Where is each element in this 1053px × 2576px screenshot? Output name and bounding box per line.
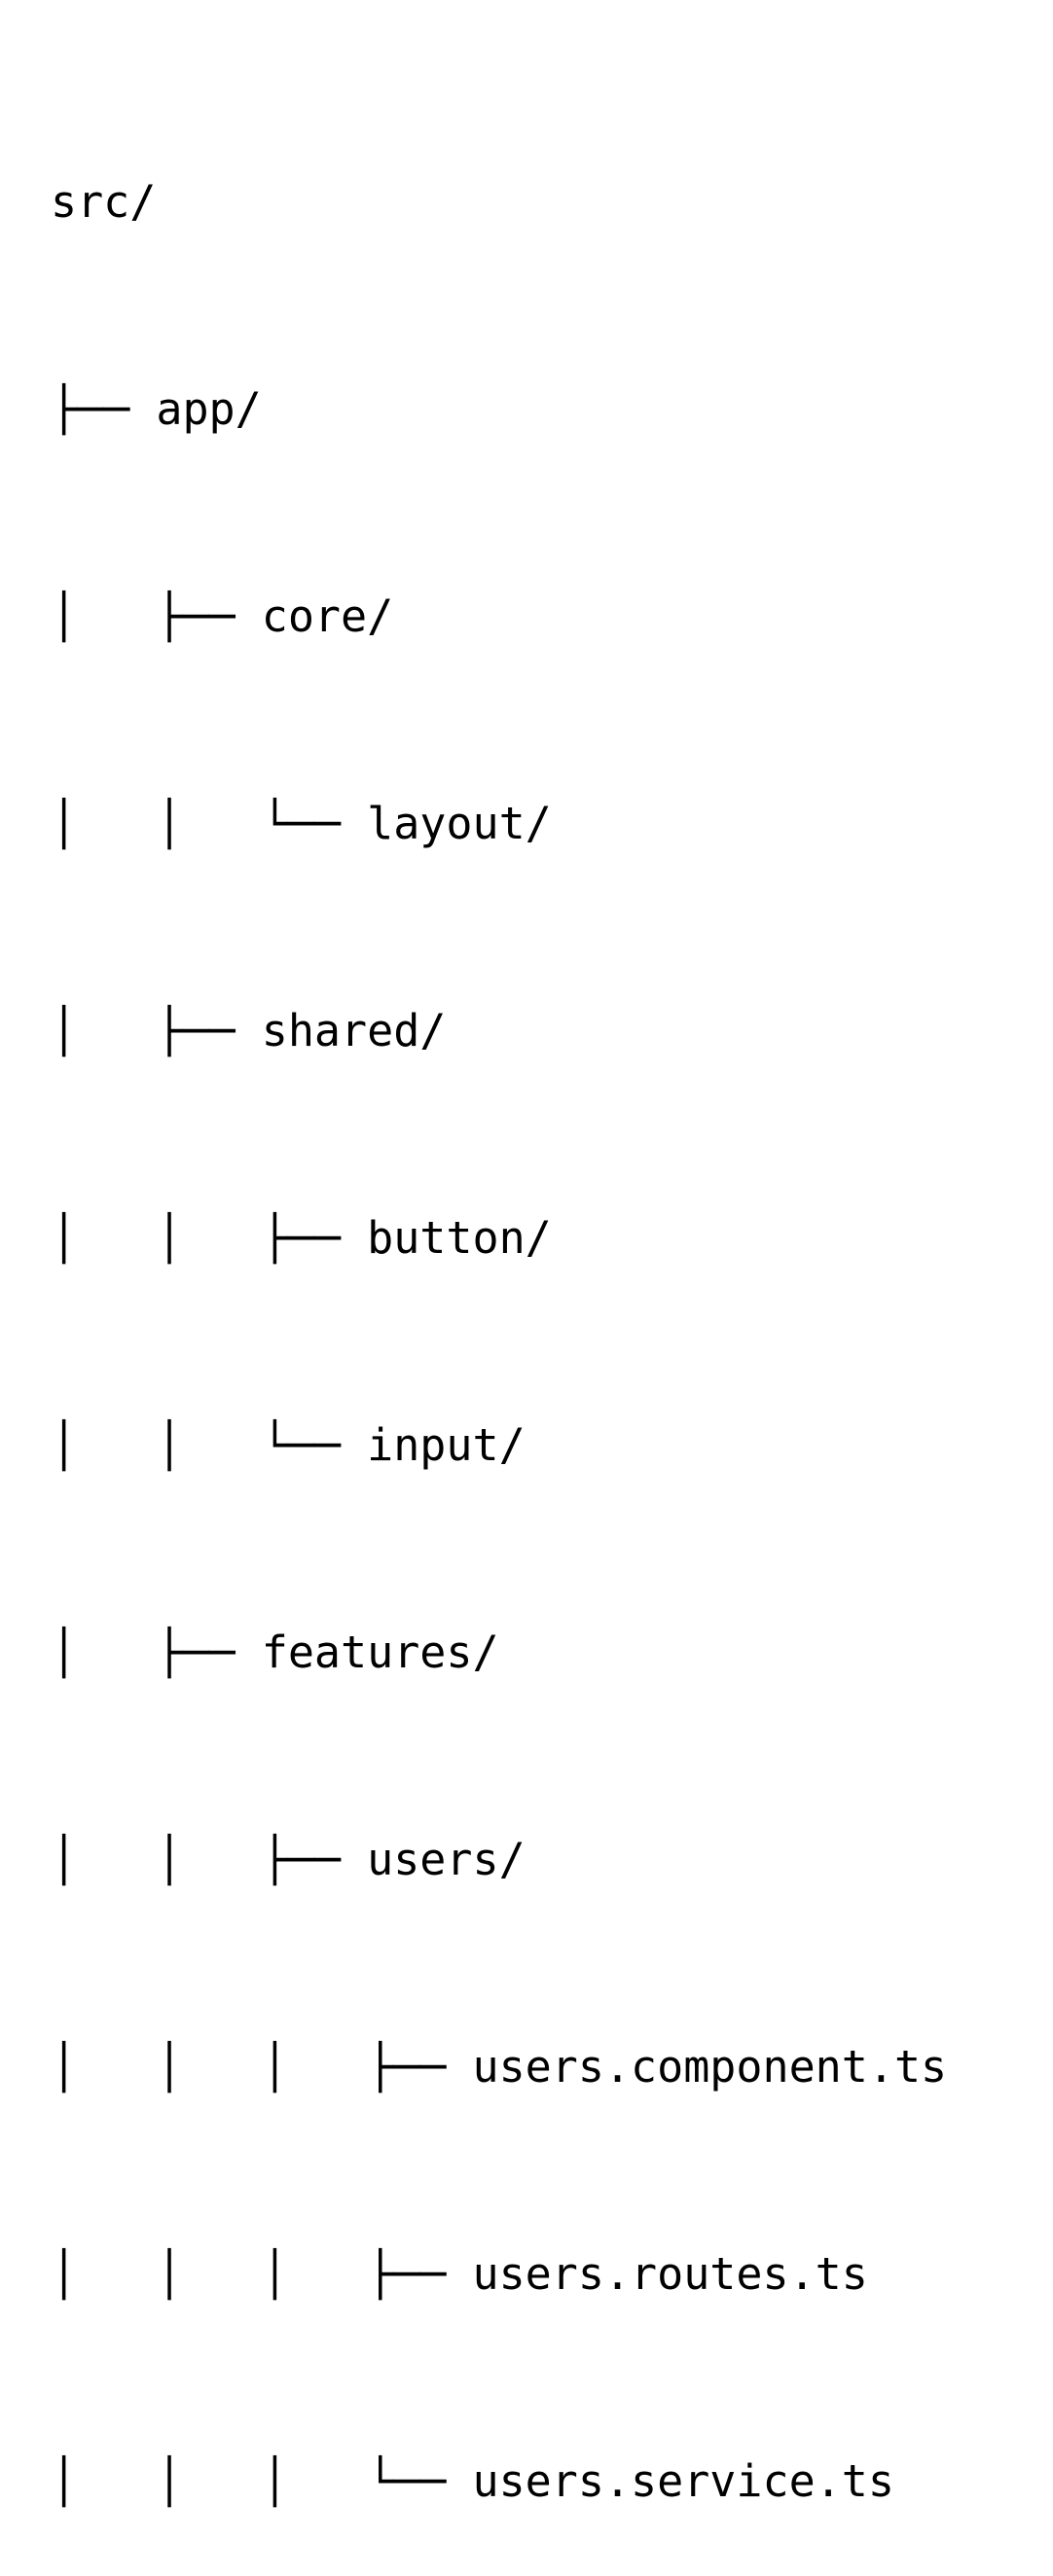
tree-line-core: │ ├── core/: [51, 590, 394, 642]
tree-line-users-service: │ │ │ └── users.service.ts: [51, 2455, 894, 2507]
tree-line-users: │ │ ├── users/: [51, 1834, 526, 1885]
tree-line-button: │ │ ├── button/: [51, 1212, 552, 1264]
tree-line-features: │ ├── features/: [51, 1627, 499, 1678]
tree-line-users-routes: │ │ │ ├── users.routes.ts: [51, 2248, 868, 2300]
tree-line-src: src/: [51, 176, 157, 228]
tree-line-input: │ │ └── input/: [51, 1419, 526, 1471]
tree-line-app: ├── app/: [51, 383, 262, 435]
tree-line-layout: │ │ └── layout/: [51, 798, 552, 849]
tree-line-shared: │ ├── shared/: [51, 1005, 447, 1056]
tree-line-users-component: │ │ │ ├── users.component.ts: [51, 2041, 948, 2093]
